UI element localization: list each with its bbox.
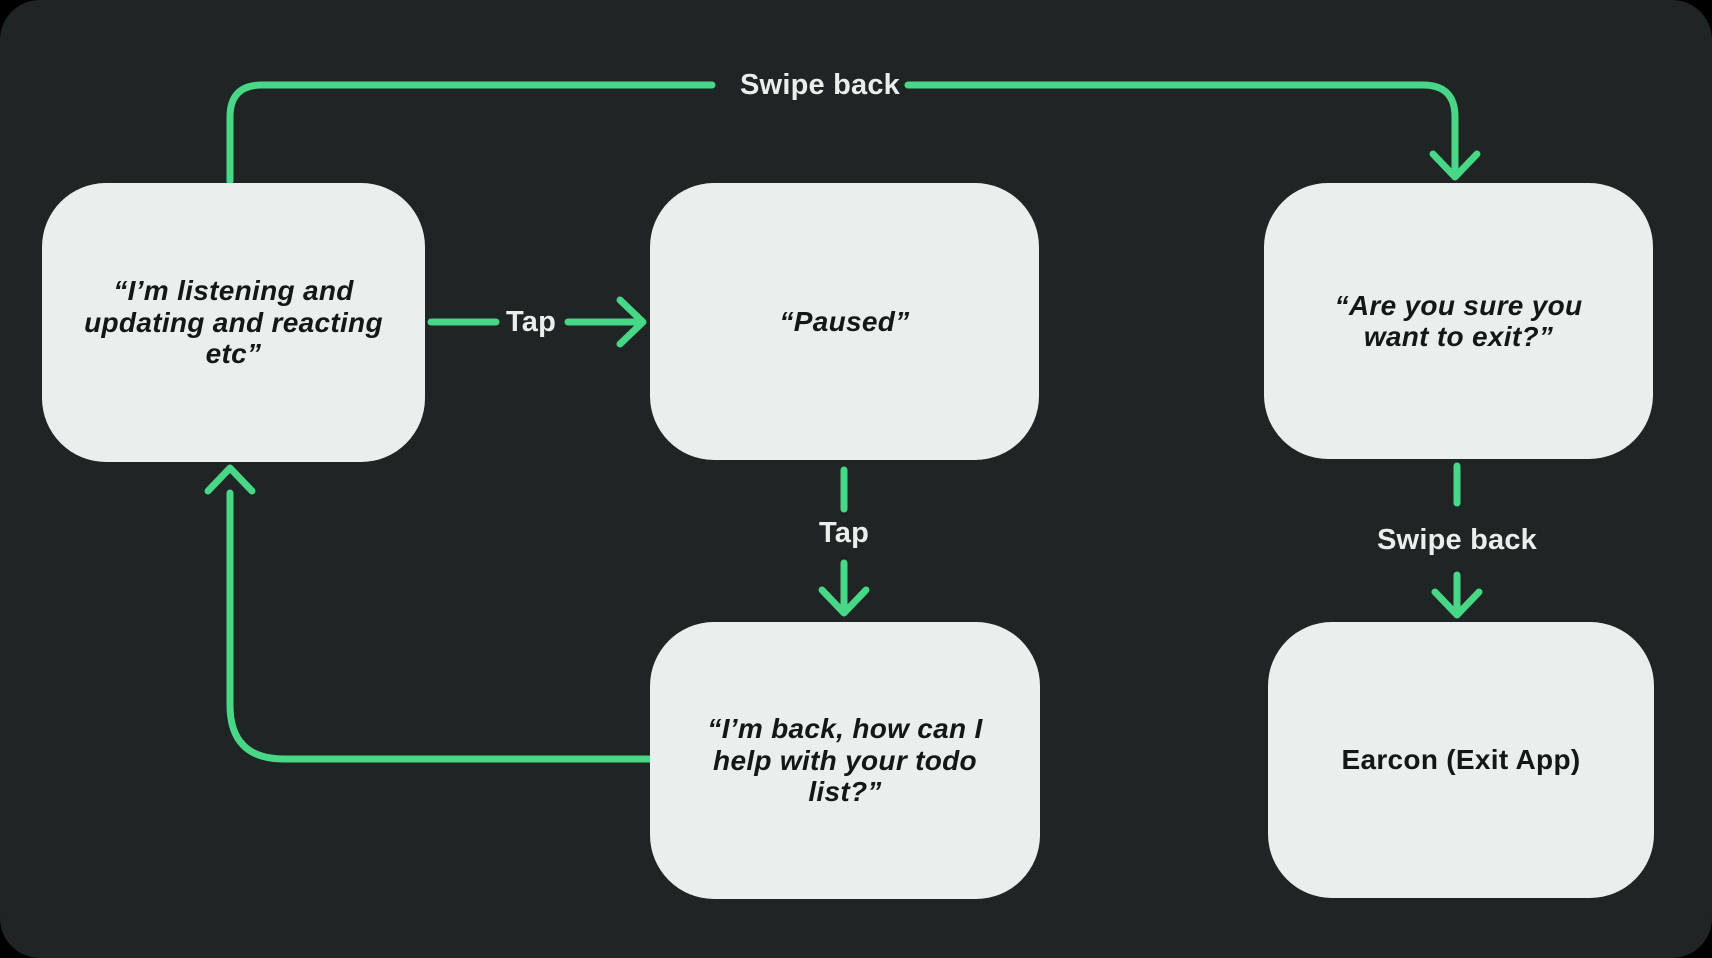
edge-label-swipe-back-exit: Swipe back: [1377, 524, 1537, 556]
node-listening-label: “I’m listening and updating and reacting…: [84, 275, 383, 370]
node-resume-state: “I’m back, how can I help with your todo…: [650, 622, 1040, 899]
node-paused-state: “Paused”: [650, 183, 1039, 460]
arrow-return-loop: [226, 489, 654, 763]
edge-label-swipe-back-top: Swipe back: [740, 69, 900, 101]
node-paused-label: “Paused”: [779, 305, 910, 337]
arrowhead-down-into-resume: [818, 586, 870, 617]
edge-label-tap-pause: Tap: [505, 306, 556, 338]
node-confirm-exit-label: “Are you sure you want to exit?”: [1334, 289, 1583, 352]
node-resume-label: “I’m back, how can I help with your todo…: [707, 713, 983, 808]
node-earcon-exit-app: Earcon (Exit App): [1268, 622, 1654, 898]
node-confirm-exit-state: “Are you sure you want to exit?”: [1264, 183, 1653, 459]
edge-label-tap-resume: Tap: [818, 517, 869, 549]
arrowhead-down-into-earcon: [1431, 588, 1483, 619]
arrowhead-right-into-paused: [616, 296, 647, 348]
arrow-swipe-back-top-left-segment: [226, 81, 716, 185]
arrowhead-up-into-listening: [204, 464, 256, 495]
arrowhead-down-into-confirm-exit: [1429, 150, 1481, 181]
node-listening-state: “I’m listening and updating and reacting…: [42, 183, 425, 462]
arrow-swipe-back-top-right-segment: [904, 81, 1459, 176]
node-earcon-label: Earcon (Exit App): [1341, 744, 1581, 776]
